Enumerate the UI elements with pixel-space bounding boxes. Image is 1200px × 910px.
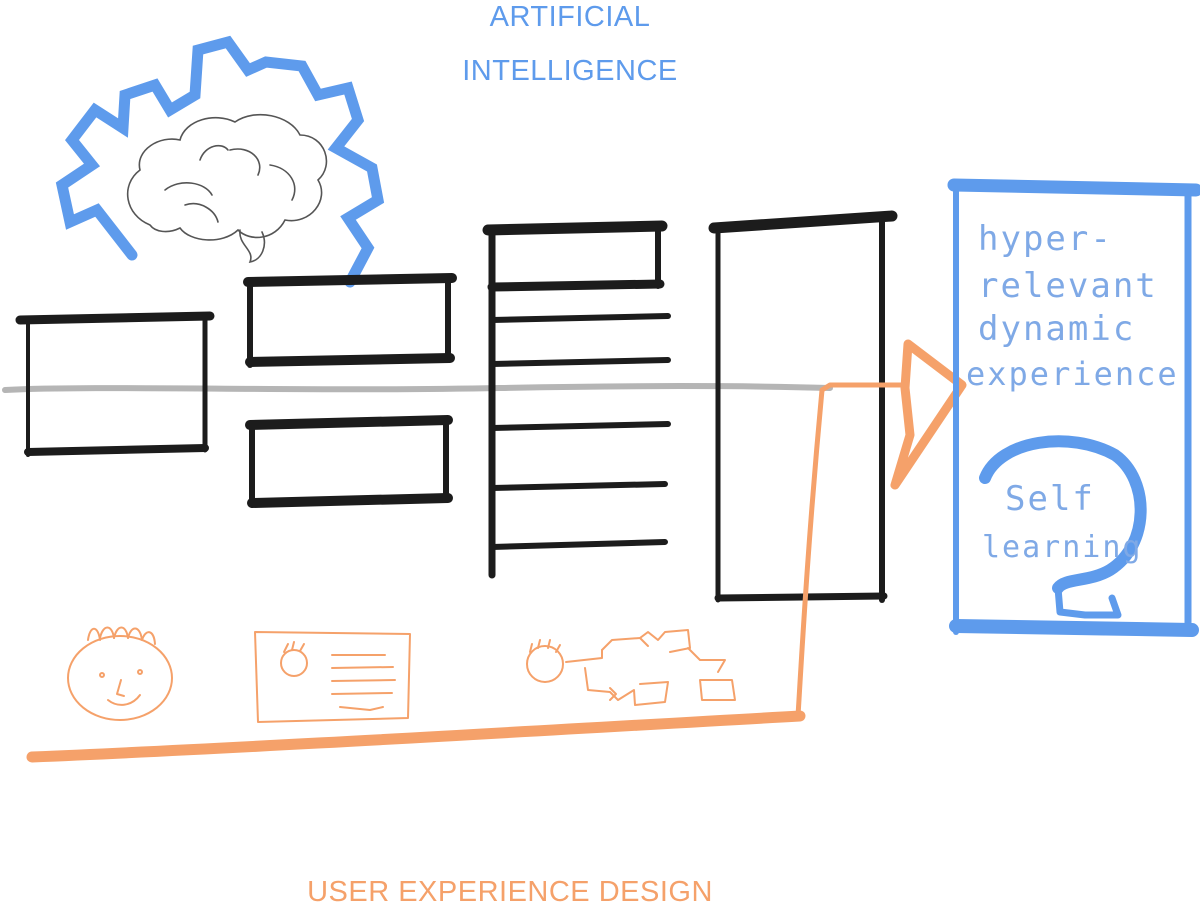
loop-line-2: learning bbox=[982, 530, 1143, 565]
outcome-line-2: relevant bbox=[978, 266, 1158, 306]
ai-title-line-2: INTELLIGENCE bbox=[462, 55, 678, 87]
outcome-line-1: hyper- bbox=[978, 219, 1113, 259]
ai-title-line-1: ARTIFICIAL bbox=[489, 1, 651, 33]
ux-sketches bbox=[67, 626, 736, 723]
outcome-text: hyper- relevant dynamic experience Self … bbox=[966, 219, 1179, 565]
content-block-3 bbox=[245, 415, 453, 430]
loop-line-1: Self bbox=[1005, 479, 1095, 519]
content-block-4 bbox=[482, 220, 668, 236]
arrow-right-icon bbox=[890, 339, 967, 490]
loop-arrow-icon bbox=[979, 435, 1147, 619]
brain-icon bbox=[126, 113, 328, 264]
content-block-5 bbox=[708, 210, 898, 234]
outcome-line-4: experience bbox=[966, 355, 1179, 393]
timeline-line bbox=[2, 383, 833, 393]
ux-baseline bbox=[26, 710, 806, 763]
gear-icon bbox=[55, 35, 385, 288]
profile-card-icon bbox=[254, 631, 411, 723]
outcome-panel bbox=[947, 178, 1200, 637]
ux-title: USER EXPERIENCE DESIGN bbox=[307, 876, 713, 908]
content-block-1 bbox=[15, 311, 215, 325]
ux-connector bbox=[795, 382, 908, 719]
user-face-icon bbox=[67, 626, 173, 721]
content-block-2 bbox=[243, 273, 457, 287]
outcome-line-3: dynamic bbox=[978, 309, 1135, 349]
user-journey-flow-icon bbox=[526, 629, 736, 706]
content-blocks bbox=[15, 210, 898, 603]
